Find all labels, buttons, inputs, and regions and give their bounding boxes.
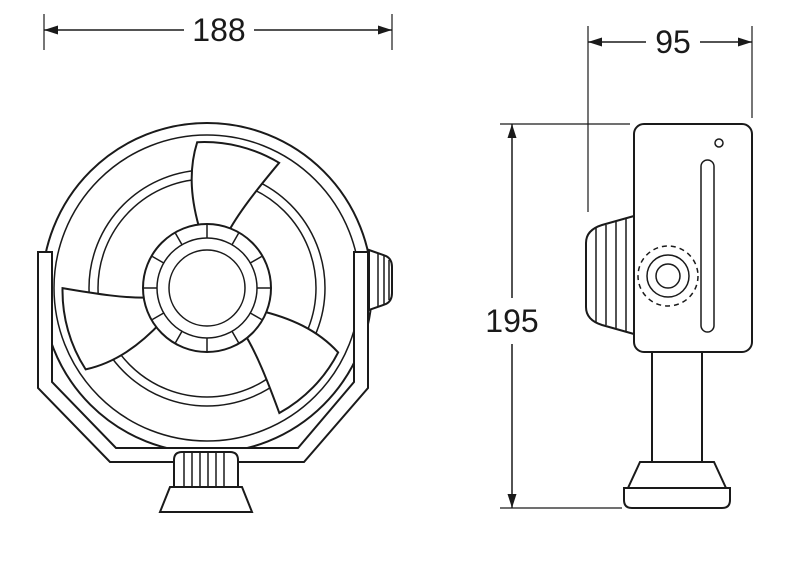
dimension-label-side-width: 95: [655, 24, 691, 60]
mounting-bracket: [37, 251, 369, 463]
tilt-knob: [368, 248, 393, 312]
side-foot: [626, 461, 728, 489]
side-pedestal-column: [651, 352, 703, 462]
hub-cap: [168, 249, 246, 327]
side-tilt-knob: [585, 214, 635, 336]
arrowhead-right: [738, 37, 752, 47]
hub-outer: [142, 223, 272, 353]
arrowhead-top: [507, 124, 517, 138]
pivot-knurl-circle: [637, 245, 699, 307]
arrowhead-bottom: [507, 494, 517, 508]
base-knob: [173, 451, 239, 488]
arrowhead-right: [378, 25, 392, 35]
base-pedestal: [158, 486, 254, 513]
dimension-label-side-height: 195: [485, 303, 538, 339]
dimension-label-front-width: 188: [192, 12, 245, 48]
pivot-outer-circle: [646, 254, 690, 298]
front-view: 188: [37, 12, 393, 513]
side-tilt-knob-ribs: [595, 219, 627, 331]
side-view: 95 195: [485, 24, 753, 509]
arrowhead-left: [44, 25, 58, 35]
hub-notches: [144, 225, 270, 351]
side-base-pad: [623, 487, 731, 509]
dimension-side-height: 195: [485, 123, 630, 509]
side-body-screw: [714, 138, 724, 148]
side-body: [633, 123, 753, 353]
dimension-front-width: 188: [43, 12, 393, 50]
side-body-slot: [700, 159, 715, 333]
tilt-knob-ribs: [377, 253, 390, 307]
arrowhead-left: [588, 37, 602, 47]
dimension-side-width: 95: [587, 24, 753, 212]
base-knob-ribs: [183, 452, 225, 487]
pivot-inner-circle: [655, 263, 681, 289]
